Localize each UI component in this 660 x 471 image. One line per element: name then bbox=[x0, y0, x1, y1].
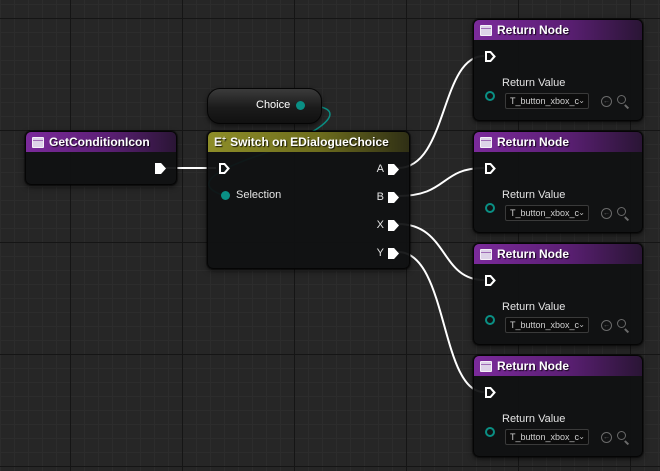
node-title: Return Node bbox=[497, 359, 569, 373]
variable-label: Choice bbox=[256, 99, 291, 111]
function-icon bbox=[480, 24, 492, 36]
magnifier-icon[interactable] bbox=[617, 207, 629, 219]
return-node[interactable]: Return Node Return Value T_button_xbox_c… bbox=[473, 19, 643, 121]
magnifier-icon[interactable] bbox=[617, 95, 629, 107]
node-header: Return Node bbox=[474, 244, 642, 264]
chevron-down-icon: ⌄ bbox=[578, 208, 585, 217]
arrow-left-circle-icon[interactable]: ← bbox=[601, 320, 612, 331]
exec-output-pin[interactable] bbox=[155, 163, 166, 174]
exec-input-pin[interactable] bbox=[485, 163, 496, 174]
node-title: Return Node bbox=[497, 135, 569, 149]
exec-wire-a bbox=[397, 55, 485, 169]
asset-picker-value: T_button_xbox_c bbox=[510, 432, 580, 442]
asset-picker-combo[interactable]: T_button_xbox_c ⌄ bbox=[505, 205, 589, 221]
node-header: GetConditionIcon bbox=[26, 132, 176, 152]
magnifier-icon[interactable] bbox=[617, 319, 629, 331]
exec-input-pin[interactable] bbox=[485, 51, 496, 62]
asset-picker-combo[interactable]: T_button_xbox_c ⌄ bbox=[505, 93, 589, 109]
return-value-pin[interactable] bbox=[485, 203, 495, 213]
node-title: Return Node bbox=[497, 23, 569, 37]
chevron-down-icon: ⌄ bbox=[578, 432, 585, 441]
return-value-label: Return Value bbox=[502, 189, 566, 201]
return-value-label: Return Value bbox=[502, 301, 566, 313]
arrow-left-circle-icon[interactable]: ← bbox=[601, 208, 612, 219]
node-title: GetConditionIcon bbox=[49, 135, 150, 149]
asset-picker-combo[interactable]: T_button_xbox_c ⌄ bbox=[505, 429, 589, 445]
arrow-left-circle-icon[interactable]: ← bbox=[601, 96, 612, 107]
node-header: E+ Switch on EDialogueChoice bbox=[208, 132, 409, 152]
selection-input-pin[interactable] bbox=[221, 191, 230, 200]
function-icon bbox=[480, 136, 492, 148]
exec-wire-x bbox=[397, 223, 485, 281]
exec-input-pin[interactable] bbox=[219, 163, 230, 174]
function-icon bbox=[32, 136, 44, 148]
exec-input-pin[interactable] bbox=[485, 275, 496, 286]
node-title: Return Node bbox=[497, 247, 569, 261]
output-label-b: B bbox=[376, 191, 384, 203]
return-node[interactable]: Return Node Return Value T_button_xbox_c… bbox=[473, 131, 643, 233]
node-header: Return Node bbox=[474, 132, 642, 152]
asset-picker-value: T_button_xbox_c bbox=[510, 320, 580, 330]
exec-output-pin-a[interactable] bbox=[388, 164, 399, 175]
exec-output-pin-x[interactable] bbox=[388, 220, 399, 231]
selection-label: Selection bbox=[236, 189, 282, 201]
exec-output-pin-y[interactable] bbox=[388, 248, 399, 259]
get-condition-icon-node[interactable]: GetConditionIcon bbox=[25, 131, 177, 185]
exec-input-pin[interactable] bbox=[485, 387, 496, 398]
output-label-y: Y bbox=[376, 247, 384, 259]
function-icon bbox=[480, 360, 492, 372]
node-title: Switch on EDialogueChoice bbox=[230, 135, 389, 149]
choice-variable-node[interactable]: Choice bbox=[207, 88, 322, 124]
output-label-x: X bbox=[376, 219, 384, 231]
enum-icon: E+ bbox=[214, 135, 227, 149]
function-icon bbox=[480, 248, 492, 260]
node-header: Return Node bbox=[474, 356, 642, 376]
switch-node[interactable]: E+ Switch on EDialogueChoice Selection A… bbox=[207, 131, 410, 269]
return-value-pin[interactable] bbox=[485, 91, 495, 101]
return-value-pin[interactable] bbox=[485, 427, 495, 437]
exec-output-pin-b[interactable] bbox=[388, 192, 399, 203]
magnifier-icon[interactable] bbox=[617, 431, 629, 443]
exec-wire-y bbox=[397, 251, 485, 393]
choice-output-pin[interactable] bbox=[296, 101, 305, 110]
chevron-down-icon: ⌄ bbox=[578, 96, 585, 105]
exec-wire-b bbox=[397, 167, 485, 197]
return-node[interactable]: Return Node Return Value T_button_xbox_c… bbox=[473, 355, 643, 457]
return-value-pin[interactable] bbox=[485, 315, 495, 325]
output-label-a: A bbox=[376, 163, 384, 175]
asset-picker-value: T_button_xbox_c bbox=[510, 96, 580, 106]
chevron-down-icon: ⌄ bbox=[578, 320, 585, 329]
asset-picker-value: T_button_xbox_c bbox=[510, 208, 580, 218]
node-header: Return Node bbox=[474, 20, 642, 40]
return-value-label: Return Value bbox=[502, 413, 566, 425]
arrow-left-circle-icon[interactable]: ← bbox=[601, 432, 612, 443]
return-node[interactable]: Return Node Return Value T_button_xbox_c… bbox=[473, 243, 643, 345]
asset-picker-combo[interactable]: T_button_xbox_c ⌄ bbox=[505, 317, 589, 333]
return-value-label: Return Value bbox=[502, 77, 566, 89]
